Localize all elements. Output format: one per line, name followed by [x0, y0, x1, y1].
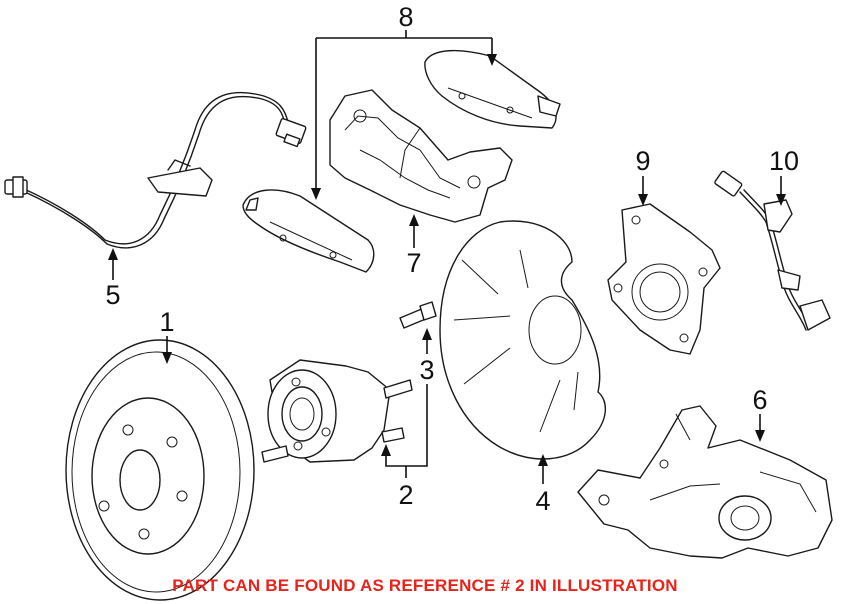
- bolt: [399, 301, 437, 329]
- callout-5: 5: [105, 280, 120, 310]
- caliper-bracket: [329, 89, 513, 223]
- mounting-plate: [607, 203, 721, 355]
- callout-6: 6: [752, 385, 767, 415]
- wheel-speed-sensor-harness: [4, 91, 307, 249]
- wire-harness: [714, 170, 831, 331]
- brake-pad-left: [242, 189, 375, 273]
- callout-9: 9: [635, 146, 650, 176]
- callout-2: 2: [398, 480, 413, 510]
- callout-4: 4: [535, 486, 550, 516]
- callout-8: 8: [398, 2, 413, 32]
- brake-caliper: [577, 405, 833, 559]
- brake-rotor: [65, 339, 255, 601]
- dust-shield: [439, 220, 606, 460]
- hub-bearing: [261, 359, 413, 463]
- reference-caption: PART CAN BE FOUND AS REFERENCE # 2 IN IL…: [172, 576, 678, 595]
- callout-10: 10: [769, 146, 799, 176]
- brake-pad-right: [424, 49, 561, 129]
- callout-1: 1: [159, 307, 174, 337]
- leader-lines: [108, 30, 786, 484]
- callout-7: 7: [406, 248, 421, 278]
- callout-3: 3: [419, 355, 434, 385]
